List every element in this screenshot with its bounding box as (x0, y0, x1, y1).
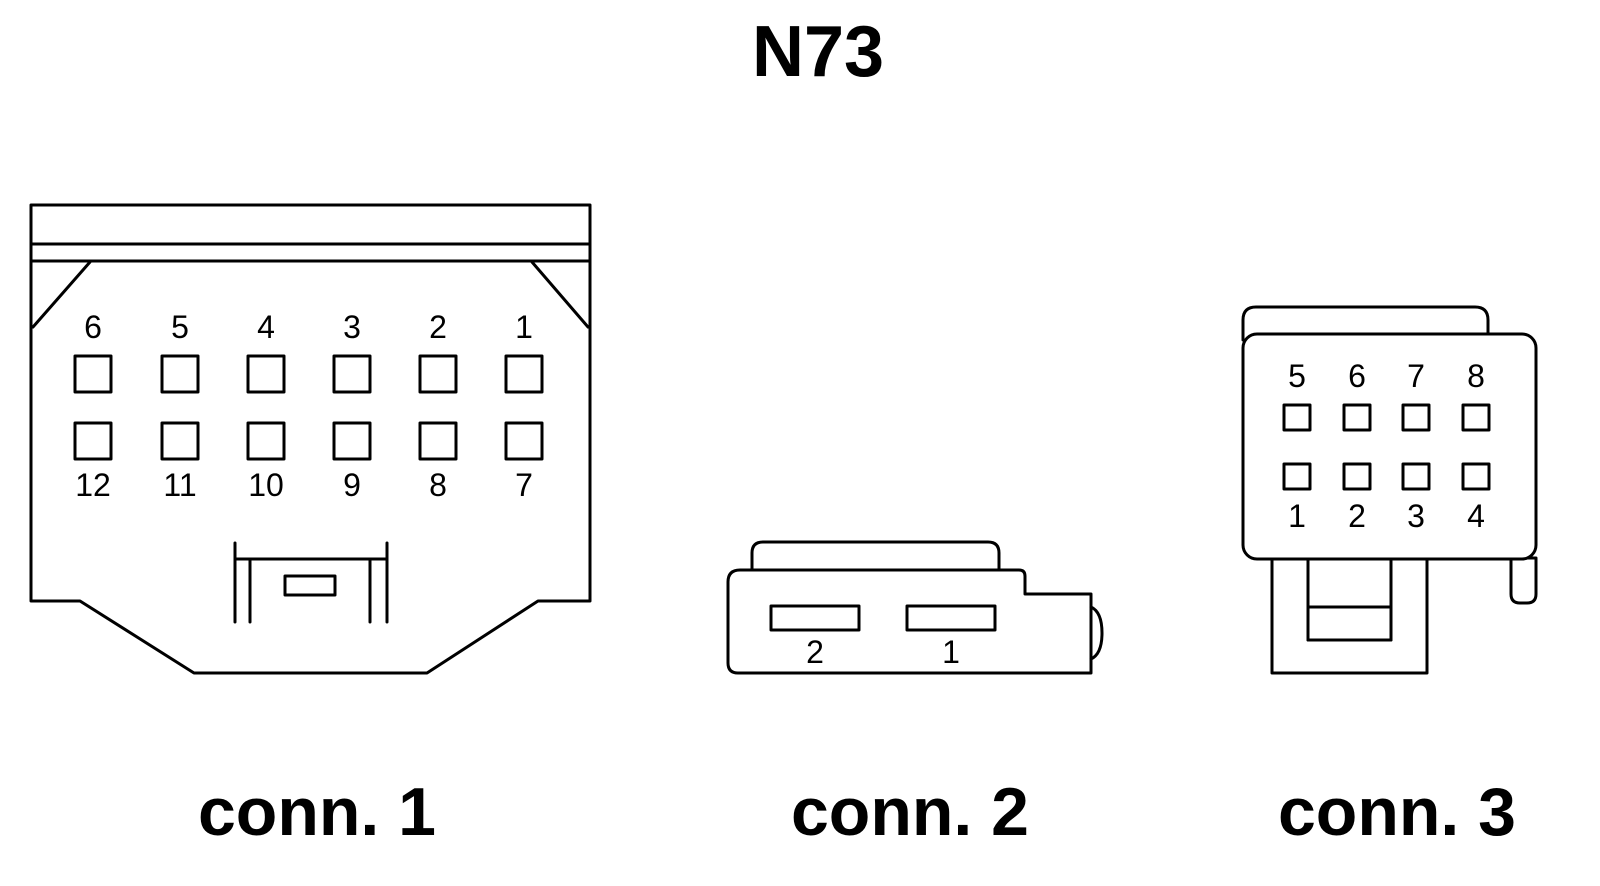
connector-3-pin-label: 1 (1288, 498, 1306, 534)
connector-2-housing (726, 568, 1093, 675)
connector-1-pin-label: 12 (75, 467, 111, 503)
connector-2-ridge (750, 540, 1001, 572)
connector-3-pin-bottom (1401, 462, 1431, 491)
connector-1-pin-label: 6 (84, 309, 102, 345)
connector-3-pin-bottom (1342, 462, 1372, 491)
connector-1-pin-bottom (160, 421, 200, 461)
connector-1-pin-label: 7 (515, 467, 533, 503)
connector-2-pin-label: 1 (942, 634, 960, 670)
connector-3-pin-label: 8 (1467, 358, 1485, 394)
connector-3-label: conn. 3 (1278, 774, 1516, 850)
connector-1-pin-top (73, 354, 113, 394)
connector-1-pin-label: 2 (429, 309, 447, 345)
connector-2-side-latch (1089, 605, 1104, 661)
connector-1-label: conn. 1 (198, 774, 436, 850)
connector-3-pin-top (1342, 403, 1372, 432)
connector-1-pin-top (246, 354, 286, 394)
connector-1-pin-label: 9 (343, 467, 361, 503)
connector-1-pin-label: 1 (515, 309, 533, 345)
connector-3-pin-top (1461, 403, 1491, 432)
connector-2-pin-label: 2 (806, 634, 824, 670)
connector-2-label: conn. 2 (791, 774, 1029, 850)
connector-3-pin-bottom (1461, 462, 1491, 491)
connector-1-pin-bottom (246, 421, 286, 461)
connector-1-chamfer-right (530, 260, 590, 329)
connector-1-pin-bottom (73, 421, 113, 461)
connector-3-pin-top (1282, 403, 1312, 432)
connector-1-pin-bottom (418, 421, 458, 461)
connector-1-pin-top (418, 354, 458, 394)
connector-3-pin-top (1401, 403, 1431, 432)
connector-1-pin-label: 4 (257, 309, 275, 345)
connector-2-pin (905, 604, 997, 632)
connector-1-pin-bottom (332, 421, 372, 461)
connector-1-pin-top (504, 354, 544, 394)
connector-3-stem (1270, 556, 1429, 675)
connector-3: 5 1 6 2 7 3 8 4 conn. 3 (1241, 305, 1538, 850)
connector-1: 6 12 5 11 4 10 3 9 2 8 1 7 conn. 1 (29, 203, 592, 850)
connector-3-housing (1241, 332, 1538, 561)
connector-3-pin-bottom (1282, 462, 1312, 491)
connector-3-pin-label: 7 (1407, 358, 1425, 394)
connector-1-pin-bottom (504, 421, 544, 461)
connector-3-pins: 5 1 6 2 7 3 8 4 (1282, 358, 1491, 534)
connector-1-pin-top (160, 354, 200, 394)
connector-1-pin-top (332, 354, 372, 394)
diagram-title: N73 (752, 12, 884, 92)
connector-3-pin-label: 4 (1467, 498, 1485, 534)
connector-3-back-plate (1241, 305, 1490, 342)
connector-3-side-latch (1509, 556, 1538, 605)
connector-1-housing (29, 203, 592, 675)
connector-3-pin-label: 2 (1348, 498, 1366, 534)
connector-1-pin-label: 10 (248, 467, 284, 503)
connector-1-pin-label: 11 (163, 467, 196, 503)
connector-3-pin-label: 5 (1288, 358, 1306, 394)
connector-2-pin (769, 604, 861, 632)
connector-1-pin-label: 5 (171, 309, 189, 345)
connector-1-pins: 6 12 5 11 4 10 3 9 2 8 1 7 (73, 309, 544, 503)
connector-1-chamfer-left (31, 260, 92, 329)
connector-1-pin-label: 3 (343, 309, 361, 345)
connector-1-pin-label: 8 (429, 467, 447, 503)
connector-1-latch (233, 541, 389, 624)
connector-3-pin-label: 6 (1348, 358, 1366, 394)
connector-3-pin-label: 3 (1407, 498, 1425, 534)
